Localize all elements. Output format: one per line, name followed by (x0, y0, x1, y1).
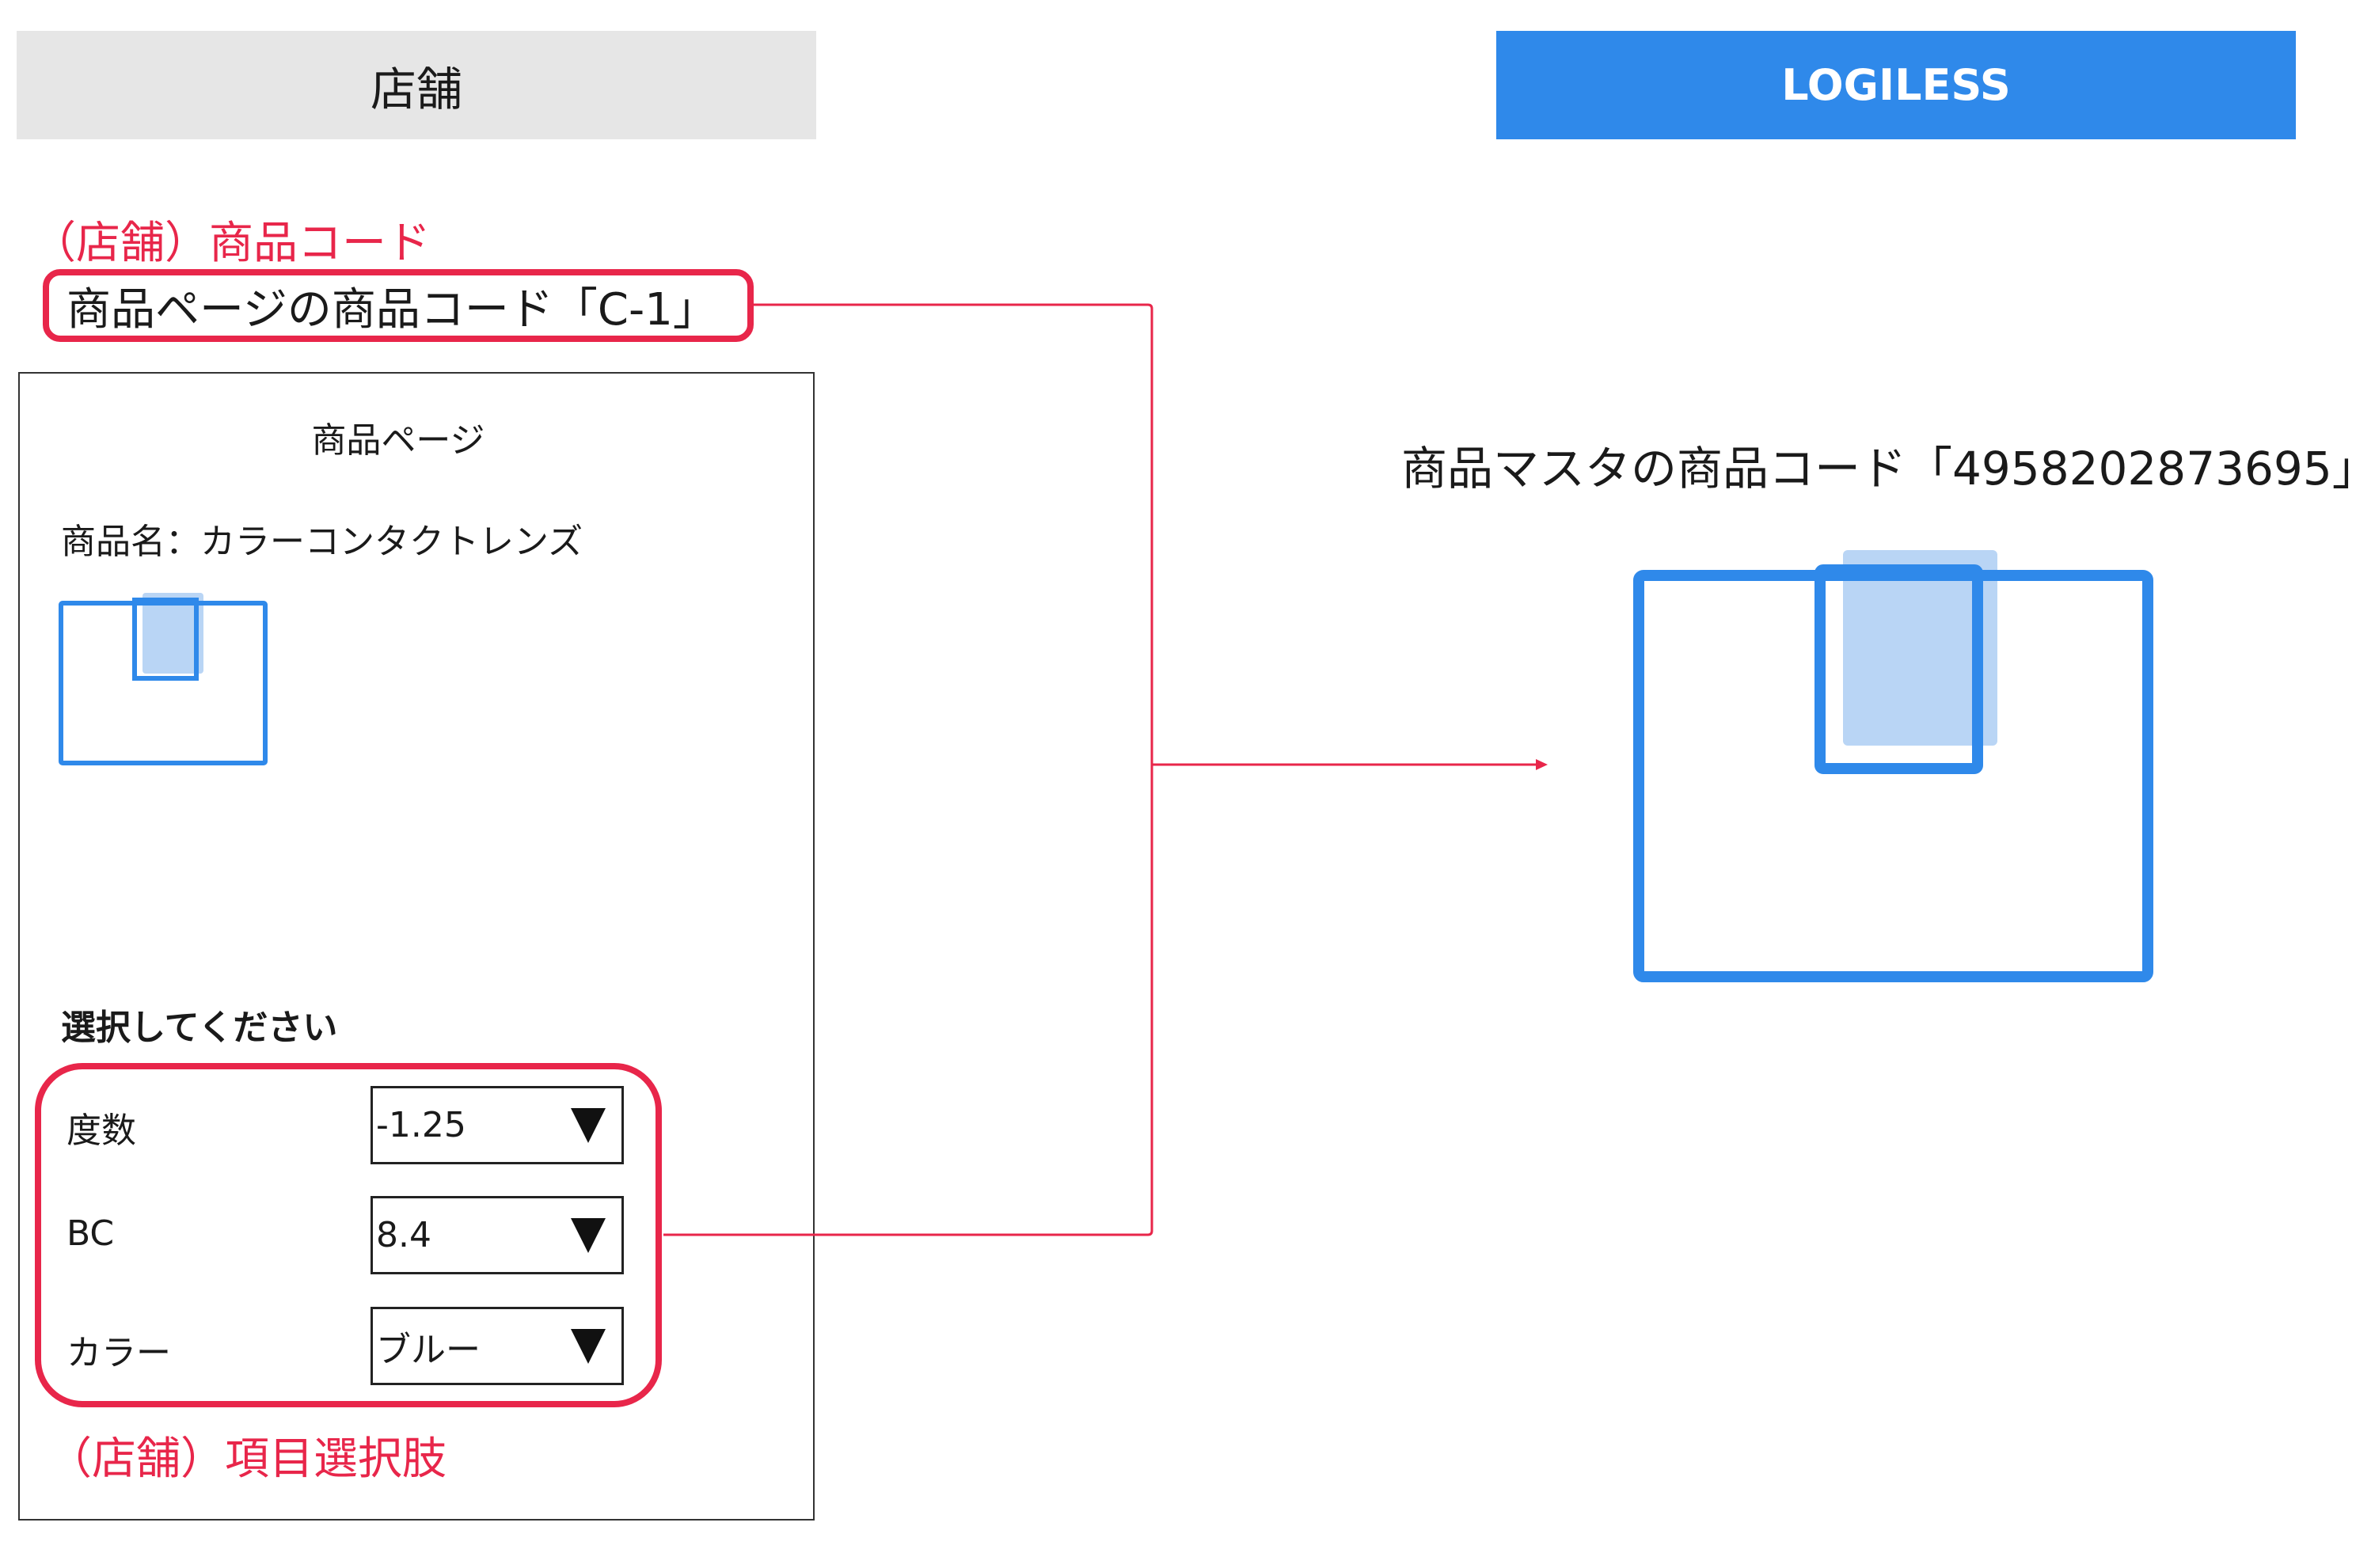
power-select-value: -1.25 (376, 1105, 466, 1145)
product-page-title: 商品ページ (311, 420, 485, 461)
product-page-frame (18, 372, 815, 1521)
dropdown-triangle-icon (571, 1217, 606, 1253)
dropdown-triangle-icon (571, 1107, 606, 1143)
store-options-label: （店舗）項目選択肢 (48, 1433, 446, 1485)
store-header-label: 店舗 (370, 62, 462, 116)
product-name: 商品名：カラーコンタクトレンズ (61, 522, 583, 562)
options-highlight-box (35, 1063, 662, 1407)
connector-arrow (663, 303, 1548, 1236)
logiless-master-code: 商品マスタの商品コード「4958202873695」 (1401, 442, 2375, 495)
option-label-bc: BC (66, 1213, 115, 1254)
power-select[interactable]: -1.25 (370, 1086, 624, 1164)
large-product-image-icon (1633, 550, 2153, 982)
color-select-value: ブルー (376, 1329, 481, 1370)
color-select[interactable]: ブルー (370, 1307, 624, 1385)
store-product-code-label: （店舗）商品コード (32, 218, 431, 269)
dropdown-triangle-icon (571, 1328, 606, 1364)
select-prompt: 選択してください (61, 1008, 338, 1048)
logiless-header: LOGILESS (1496, 31, 2296, 139)
store-product-code-box: 商品ページの商品コード「C-1」 (43, 269, 754, 342)
bc-select[interactable]: 8.4 (370, 1196, 624, 1274)
small-product-image-icon (59, 593, 268, 765)
store-product-code-text: 商品ページの商品コード「C-1」 (66, 283, 717, 336)
store-header: 店舗 (17, 31, 816, 139)
option-label-color: カラー (66, 1333, 171, 1373)
bc-select-value: 8.4 (376, 1215, 431, 1255)
logiless-header-label: LOGILESS (1781, 60, 2011, 110)
option-label-power: 度数 (66, 1111, 136, 1151)
